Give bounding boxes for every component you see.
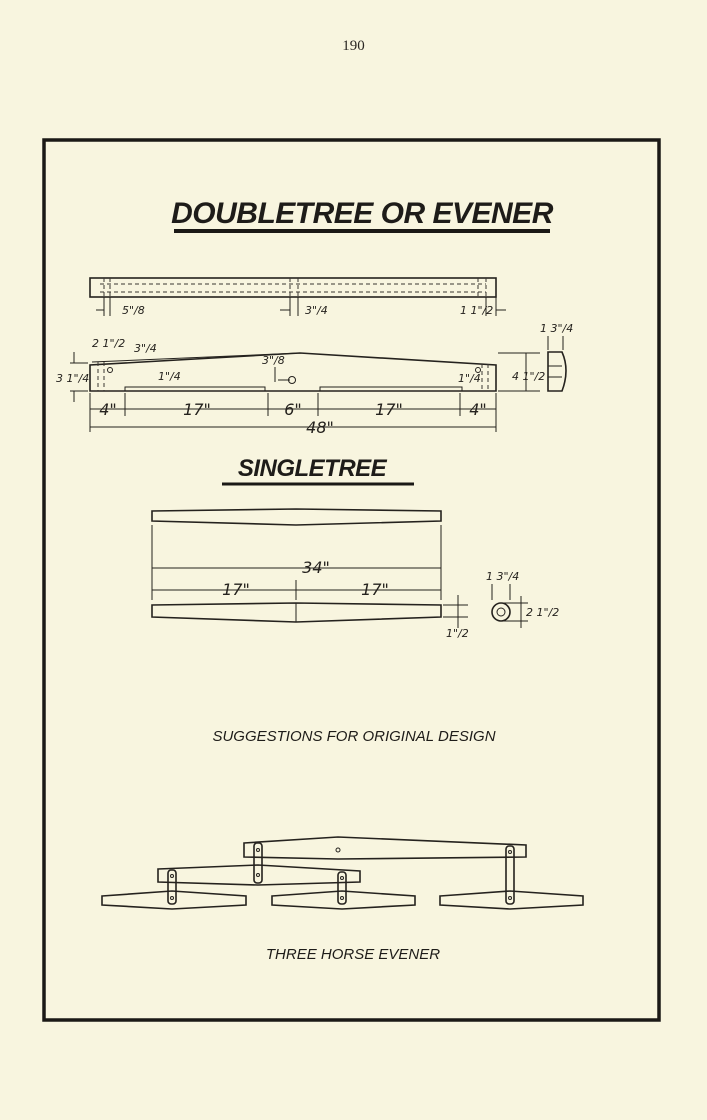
- plate-border: [42, 138, 661, 1022]
- doubletree-dim-total: 48": [306, 418, 334, 437]
- three-horse-evener-drawing: [101, 836, 584, 910]
- doubletree-dim-seg-3: 6": [284, 400, 302, 419]
- doubletree-dim-seg-4: 17": [375, 400, 403, 419]
- doubletree-dim-depth-right: 1"/4: [458, 372, 481, 385]
- doubletree-end-section: [547, 336, 567, 392]
- doubletree-dim-taper-top: 3"/4: [134, 342, 157, 355]
- singletree-end-section: [491, 584, 528, 628]
- singletree-dim-end-height: 2 1"/2: [526, 606, 559, 619]
- doubletree-top-view: [89, 277, 506, 316]
- doubletree-dim-height-left: 3 1"/4: [56, 372, 89, 385]
- doubletree-segment-dims: [89, 393, 497, 432]
- three-horse-caption: THREE HORSE EVENER: [266, 946, 440, 963]
- singletree-dim-half-right: 17": [361, 580, 389, 599]
- doubletree-dim-end-width: 1 3"/4: [540, 322, 573, 335]
- doubletree-dim-depth-left: 1"/4: [158, 370, 181, 383]
- singletree-side-view: [151, 602, 442, 623]
- singletree-dim-total: 34": [302, 558, 330, 577]
- doubletree-dim-hole-b: 3"/4: [305, 304, 328, 317]
- singletree-dim-thickness: 1"/2: [446, 627, 469, 640]
- doubletree-dim-height-right: 4 1"/2: [512, 370, 545, 383]
- doubletree-side-view: [70, 352, 540, 402]
- singletree-dims: [151, 525, 468, 628]
- doubletree-dim-seg-5: 4": [469, 400, 487, 419]
- singletree-top-view: [151, 508, 442, 526]
- doubletree-title: DOUBLETREE OR EVENER: [171, 197, 554, 230]
- singletree-dim-half-left: 17": [222, 580, 250, 599]
- doubletree-dim-seg-1: 4": [99, 400, 117, 419]
- doubletree-dim-hole-a: 5"/8: [122, 304, 145, 317]
- singletree-dim-end-width: 1 3"/4: [486, 570, 519, 583]
- doubletree-dim-hole-c: 1 1"/2: [460, 304, 493, 317]
- suggestions-title: SUGGESTIONS FOR ORIGINAL DESIGN: [212, 728, 495, 745]
- singletree-title: SINGLETREE: [238, 455, 388, 482]
- doubletree-dim-seg-2: 17": [183, 400, 211, 419]
- doubletree-dim-pin: 3"/8: [262, 354, 285, 367]
- page-number: 190: [342, 38, 365, 54]
- doubletree-dim-offset-left: 2 1"/2: [92, 337, 125, 350]
